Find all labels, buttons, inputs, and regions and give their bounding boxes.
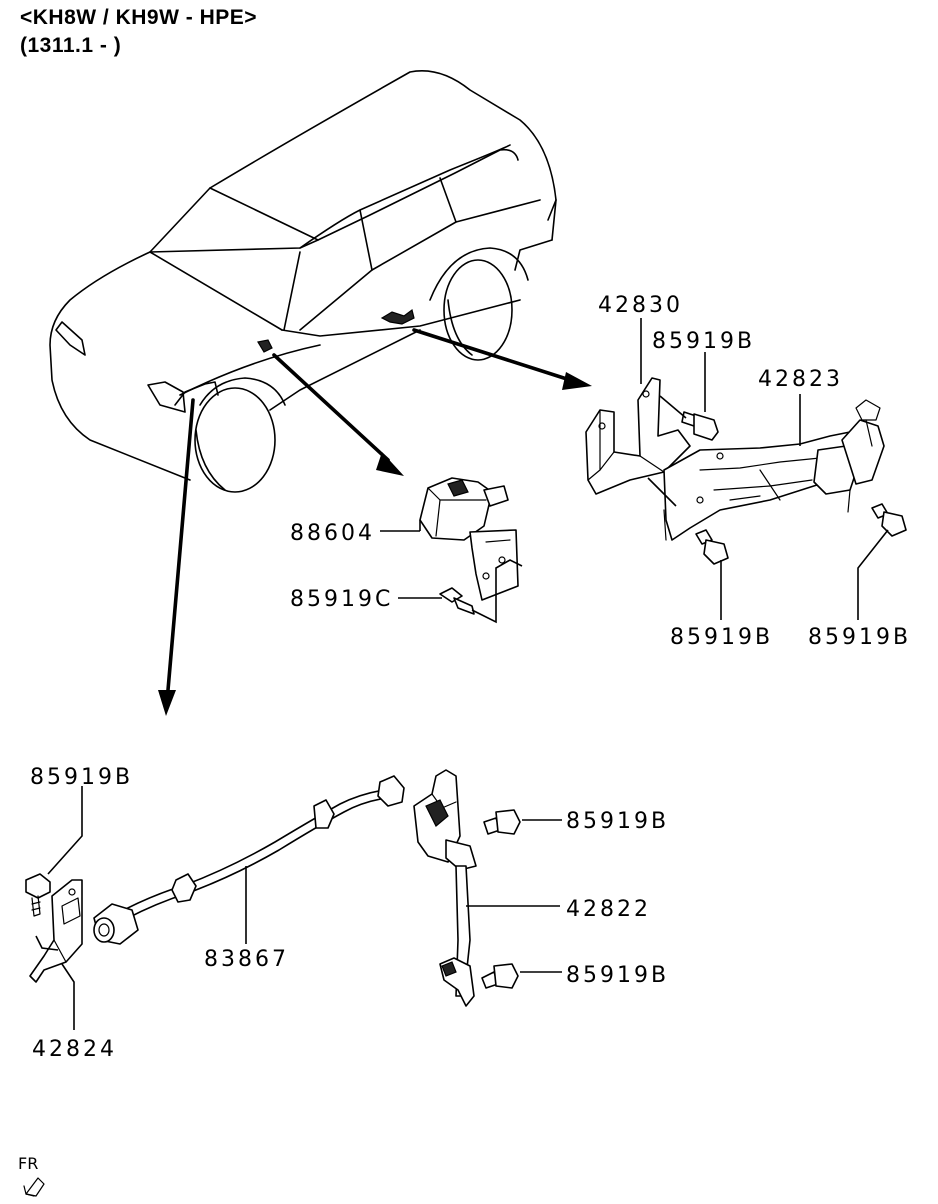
vehicle-outline xyxy=(49,70,557,493)
bolt-85919B-lower-left xyxy=(25,873,51,917)
front-marker-label: FR xyxy=(18,1154,39,1173)
bolt-85919B-bracket-right xyxy=(871,503,907,537)
bracket-assembly-42823 xyxy=(585,377,885,541)
callout-85919B-sensor-top: 85919B xyxy=(566,809,669,834)
callout-85919B-top: 85919B xyxy=(652,329,755,354)
date-range-heading: (1311.1 - ) xyxy=(20,34,122,57)
bolt-85919B-sensor-bottom xyxy=(481,963,519,989)
harness-83867 xyxy=(93,775,405,945)
bracket-42824 xyxy=(29,879,83,983)
location-arrows xyxy=(158,328,592,716)
height-sensor-42822 xyxy=(413,769,477,1007)
callout-85919C: 85919C xyxy=(290,587,393,612)
callout-85919B-bracket-right: 85919B xyxy=(808,625,911,650)
callout-85919B-bracket-left: 85919B xyxy=(670,625,773,650)
front-direction-icon xyxy=(23,1177,45,1197)
control-unit-88604 xyxy=(419,477,519,615)
callout-83867: 83867 xyxy=(204,947,289,972)
callout-88604: 88604 xyxy=(290,521,375,546)
callout-42830: 42830 xyxy=(598,293,683,318)
callout-42822: 42822 xyxy=(566,897,651,922)
leader-lines xyxy=(35,318,889,1030)
callout-42824: 42824 xyxy=(32,1037,117,1062)
callout-42823: 42823 xyxy=(758,367,843,392)
model-code-heading: <KH8W / KH9W - HPE> xyxy=(20,6,258,29)
bolt-85919B-sensor-top xyxy=(483,809,521,835)
callout-85919B-sensor-bottom: 85919B xyxy=(566,963,669,988)
bolt-85919B-top xyxy=(681,411,719,441)
callout-85919B-lower-left: 85919B xyxy=(30,765,133,790)
bolt-85919B-bracket-left xyxy=(695,529,729,565)
